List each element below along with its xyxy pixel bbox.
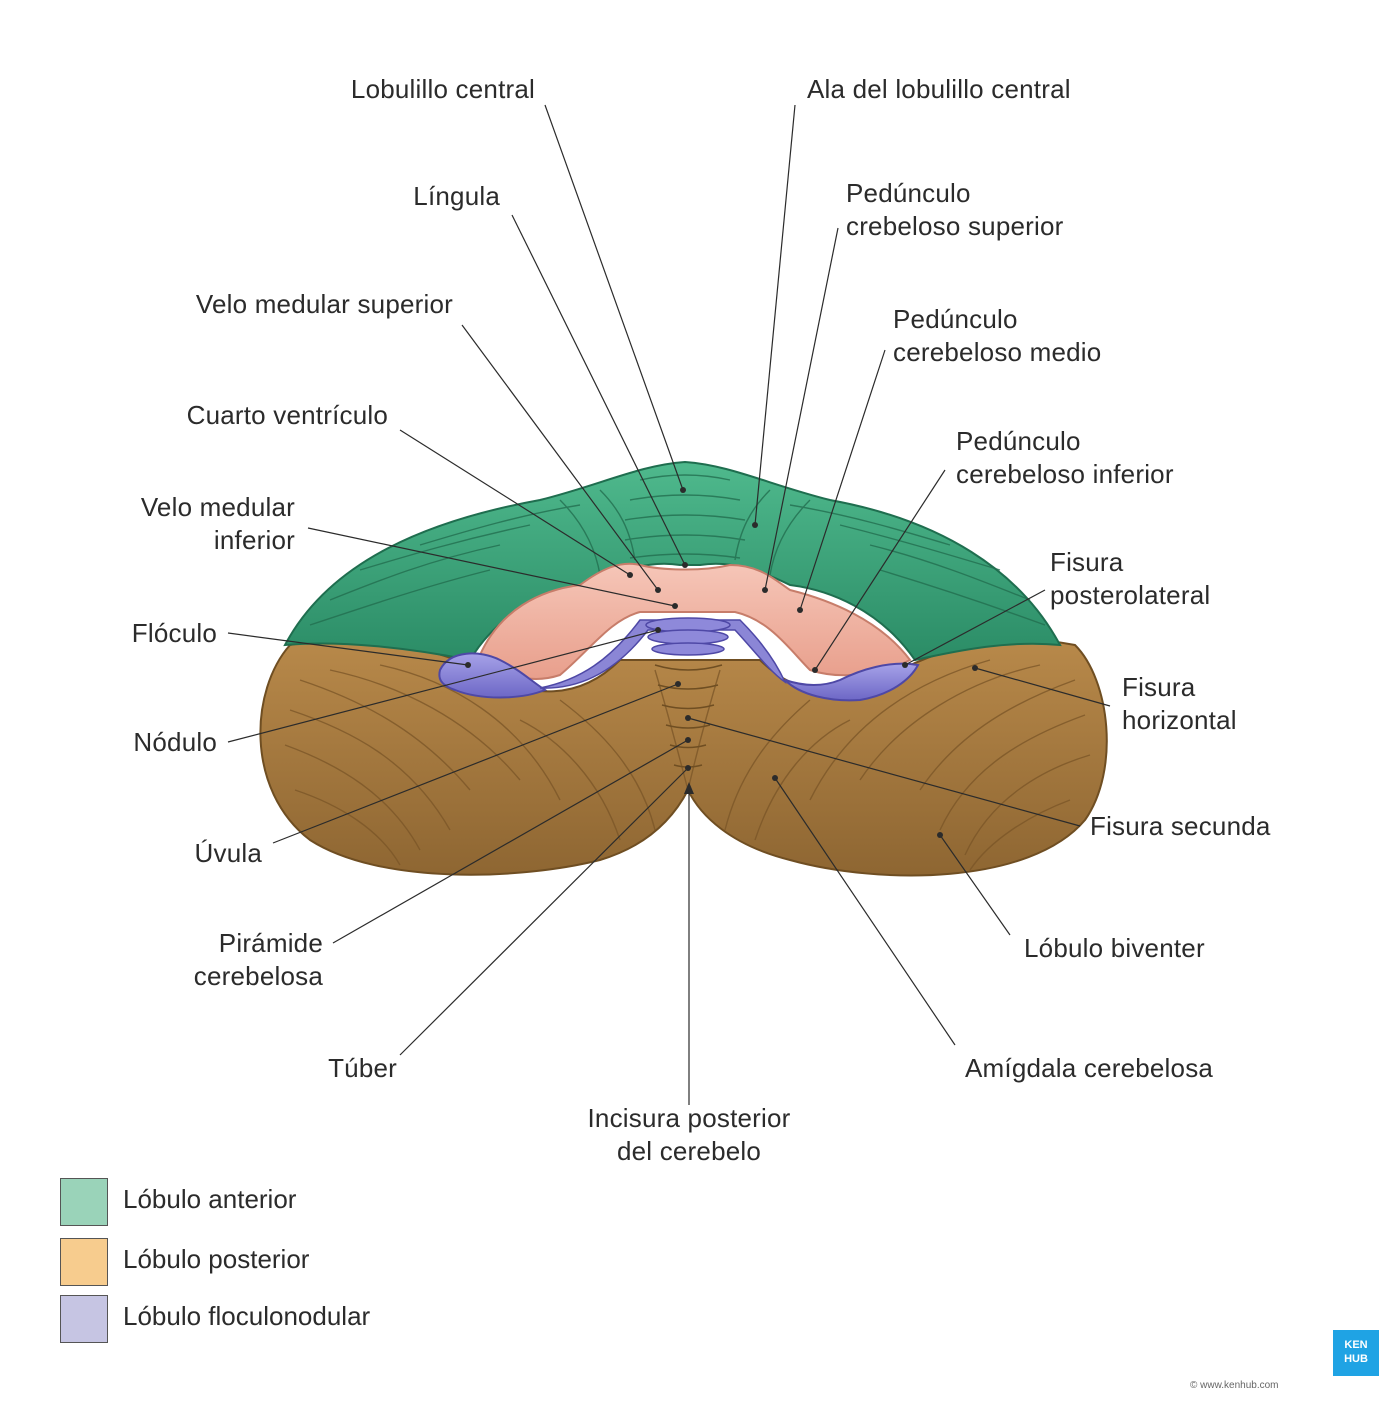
label-uvula: Úvula [194, 838, 262, 868]
label-lingula: Língula [413, 181, 500, 211]
legend-label: Lóbulo posterior [123, 1244, 310, 1274]
label-lobulo-biventer: Lóbulo biventer [1024, 933, 1205, 963]
leader-dots [465, 487, 978, 838]
legend-item-anterior: Lóbulo anterior [60, 1178, 480, 1228]
label-floculo: Flóculo [131, 618, 217, 648]
fourth-ventricle-region [478, 562, 912, 680]
label-fisura-secunda: Fisura secunda [1090, 811, 1271, 841]
legend-label: Lóbulo anterior [123, 1184, 297, 1214]
label-amigdala-cerebelosa: Amígdala cerebelosa [965, 1053, 1214, 1083]
label-velo-medular-superior: Velo medular superior [195, 289, 453, 319]
legend-swatch [60, 1238, 108, 1286]
label-nodulo: Nódulo [133, 727, 217, 757]
label-ala-lobulillo-central: Ala del lobulillo central [807, 74, 1071, 104]
legend-label: Lóbulo floculonodular [123, 1301, 371, 1331]
copyright-text: © www.kenhub.com [1190, 1380, 1279, 1391]
label-cuarto-ventriculo: Cuarto ventrículo [186, 400, 388, 430]
posterior-lobe [259, 638, 1108, 877]
label-tuber: Túber [328, 1053, 397, 1083]
legend-swatch [60, 1178, 108, 1226]
leader-lines [227, 104, 1111, 1105]
legend-swatch [60, 1295, 108, 1343]
legend-item-floculonodular: Lóbulo floculonodular [60, 1295, 480, 1345]
label-lobulillo-central: Lobulillo central [350, 74, 535, 104]
legend-item-posterior: Lóbulo posterior [60, 1238, 480, 1288]
